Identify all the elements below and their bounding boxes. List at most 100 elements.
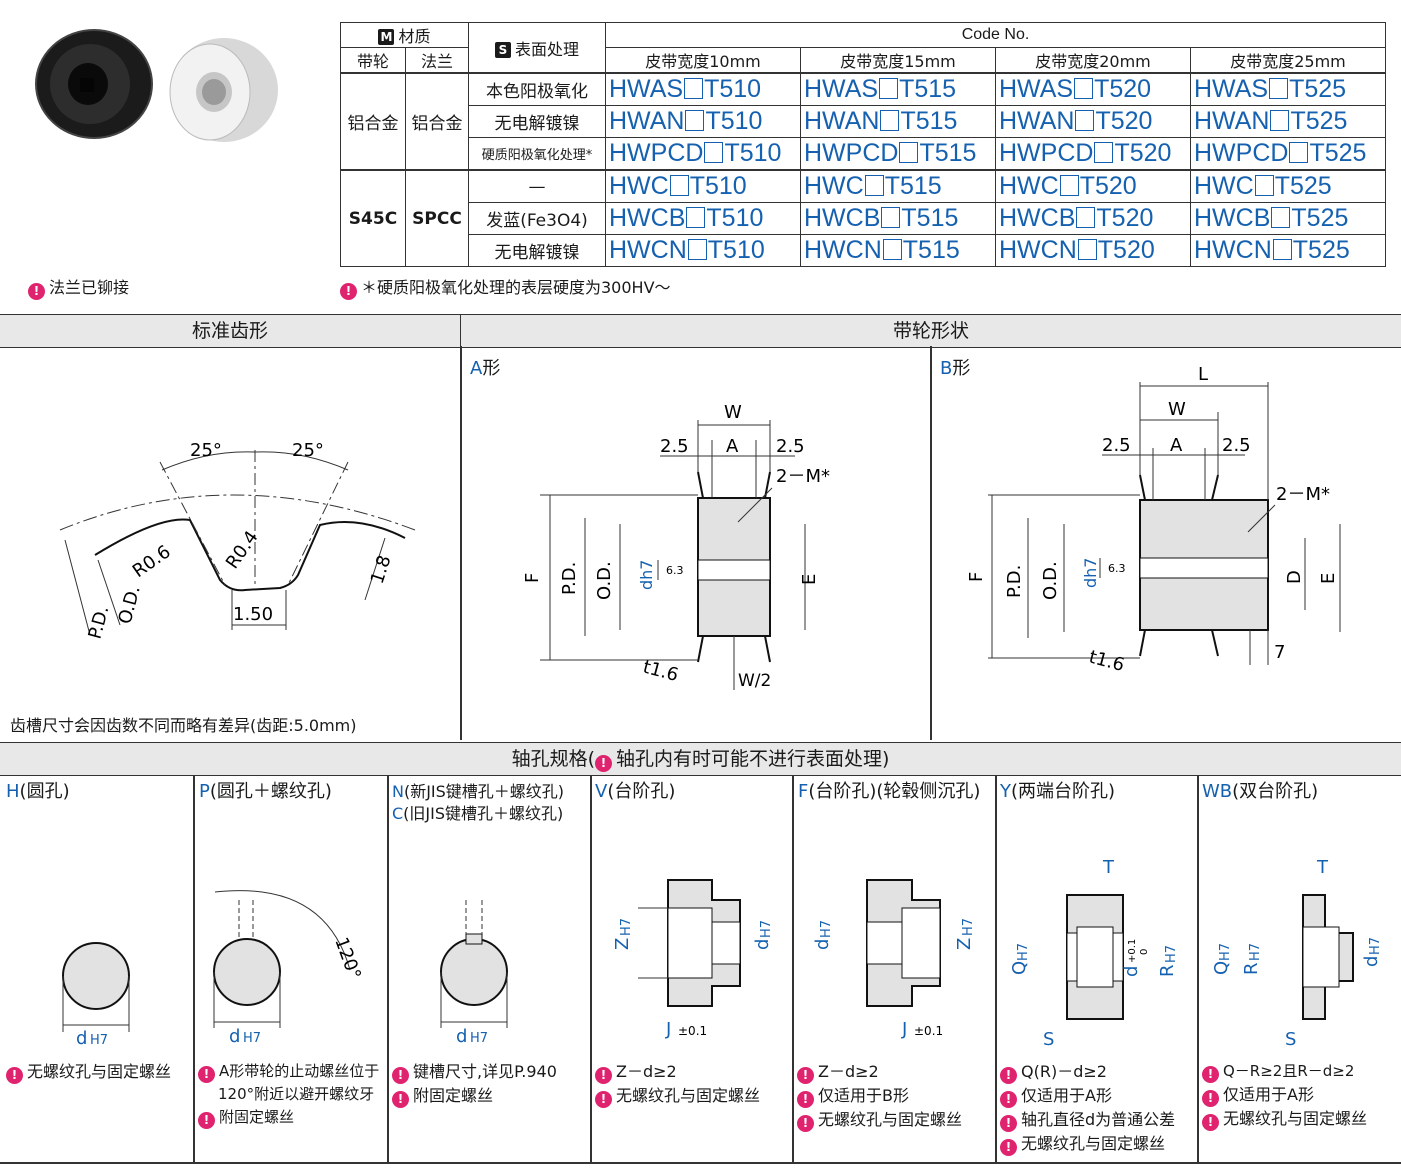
dim-e: E [1318,573,1339,584]
tooth-pd: P.D. [85,604,114,642]
bore-y-r: R [1157,964,1178,977]
dim-f: F [966,572,987,582]
bore-v-d-h7: H7 [759,920,774,938]
info-icon: ! [198,1066,215,1083]
dim-seven: 7 [1274,642,1285,663]
dim-2.5-left: 2.5 [1102,435,1131,456]
bore-v-diagram: Z H7 d H7 J ±0.1 [612,879,774,1040]
bore-f-title: F(台阶孔)(轮毂侧沉孔) [798,781,981,802]
info-icon: ! [595,754,612,772]
dim-d-upper: D [1284,570,1305,584]
info-icon: ! [6,1067,23,1084]
dim-w: W [1168,399,1186,420]
surface-treatment: 无电解镀镍 [468,105,606,138]
info-icon: ! [28,283,45,300]
dim-f: F [522,573,543,583]
bore-wb-q: Q [1211,961,1232,975]
dim-w: W [724,402,742,423]
bore-p-h7: H7 [243,1031,261,1046]
dim-pd: P.D. [1004,565,1025,598]
surface-treatment: 硬质阳极氧化处理* [468,137,606,171]
info-icon: ! [797,1067,814,1084]
flange-material: SPCC [405,169,469,267]
tooth-r2: R0.4 [222,527,263,573]
bore-p-d: d [229,1026,240,1047]
bore-v-d: d [752,939,773,950]
pulley-material: 铝合金 [340,72,406,171]
bore-f-h7: H7 [819,920,834,938]
bore-wb-q-h7: H7 [1218,943,1233,961]
dim-w2: W/2 [738,671,771,691]
bore-y-d-tol-up: +0.1 [1127,939,1138,963]
surface-treatment: — [468,169,606,203]
bore-v-notes: !Z－d≥2 !无螺纹孔与固定螺丝 [595,1060,791,1108]
surface-treatment: 发蓝(Fe3O4) [468,202,606,235]
dim-2.5-right: 2.5 [1222,435,1251,456]
dim-od: O.D. [594,561,615,600]
dim-m: 2－M* [1276,484,1330,505]
product-photo-silver [162,34,282,146]
info-icon: ! [392,1067,409,1084]
dim-pd: P.D. [559,562,580,595]
info-icon: ! [797,1091,814,1108]
dim-t: t1.6 [641,657,681,687]
section-bore-title: 轴孔规格(!轴孔内有时可能不进行表面处理) [0,742,1401,776]
note-flange-riveted: !法兰已铆接 [28,276,129,300]
rough-mark: 6.3 [666,564,684,577]
width-header: 皮带宽度15mm [800,47,996,74]
shape-b-diagram: L W 2.5 A 2.5 2－M* F P.D. O.D. dh7 6.3 D… [966,364,1341,676]
bore-y-d: d [1121,966,1142,977]
dim-m: 2－M* [776,466,830,487]
bore-h-d: d [76,1028,87,1049]
bore-v-title: V(台阶孔) [595,781,676,802]
code-header: Code No. [605,22,1386,48]
dim-a: A [726,436,739,457]
bore-f-diagram: d H7 Z H7 J ±0.1 [812,879,976,1040]
pulley-header: 带轮 [340,47,406,74]
bore-h-notes: !无螺纹孔与固定螺丝 [6,1060,191,1084]
flange-material: 铝合金 [405,72,469,171]
note-hardness: !＊硬质阳极氧化处理的表层硬度为300HV～ [340,276,671,300]
info-icon: ! [1202,1090,1219,1107]
bore-y-title: Y(两端台阶孔) [1000,781,1116,802]
bore-n-h7: H7 [470,1031,488,1046]
bore-v-j-tol: ±0.1 [678,1024,707,1038]
width-header: 皮带宽度10mm [605,47,801,74]
bore-f-j: J [901,1019,907,1040]
bore-h-h7: H7 [90,1033,108,1048]
rough-mark: 6.3 [1108,562,1126,575]
bore-wb-r-h7: H7 [1248,943,1263,961]
bore-n-diagram: d H7 [440,900,508,1047]
info-icon: ! [1000,1139,1017,1156]
bore-y-d-tol-low: 0 [1139,949,1150,955]
tooth-width: 1.50 [233,604,273,625]
tooth-note: 齿槽尺寸会因齿数不同而略有差异(齿距:5.0mm) [10,716,357,735]
bore-p-angle: 120° [330,935,365,983]
dim-d: dh7 [637,560,656,590]
bore-v-z: Z [612,938,633,950]
info-icon: ! [198,1112,215,1129]
product-photo-black [30,22,158,142]
info-icon: ! [1202,1114,1219,1131]
shape-a-diagram: W 2.5 A 2.5 2－M* F P.D. O.D. dh7 6.3 E t… [522,402,830,691]
section-tooth-title: 标准齿形 [0,314,461,348]
bore-f-z-h7: H7 [961,918,976,936]
bore-wb-d: d [1361,956,1382,967]
dim-2.5-right: 2.5 [776,436,805,457]
bore-y-q: Q [1009,961,1030,975]
